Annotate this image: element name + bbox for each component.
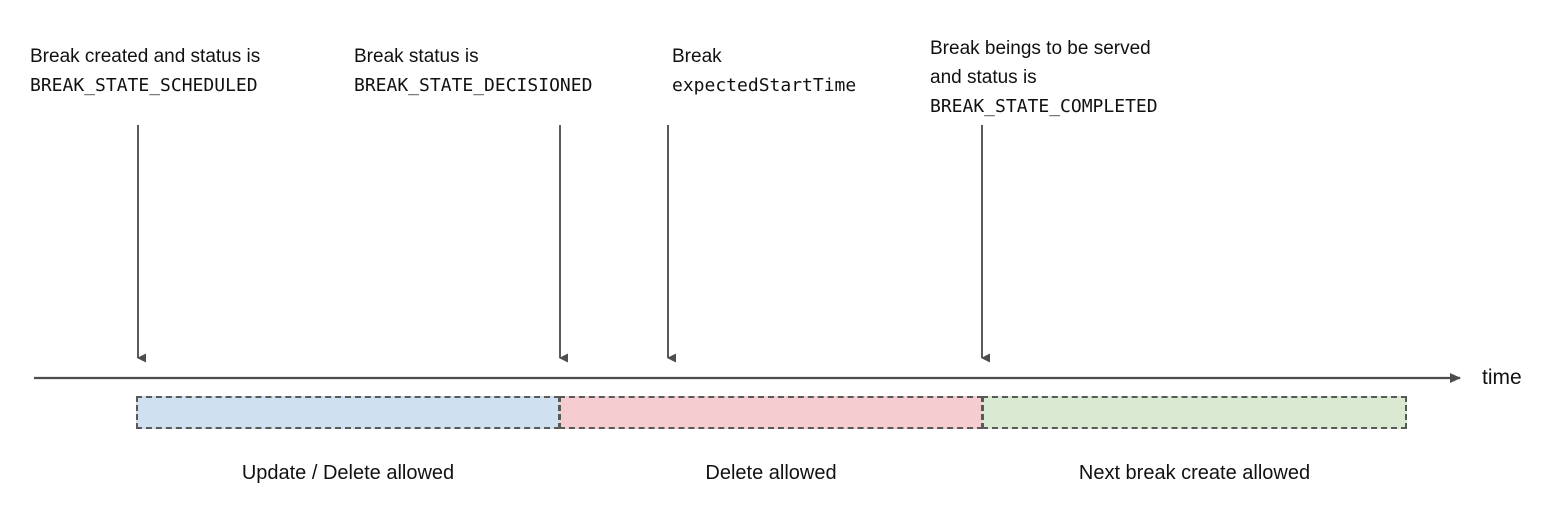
event-label-break-decisioned: Break status is BREAK_STATE_DECISIONED [354,42,592,100]
event-label-break-completed: Break beings to be served and status is … [930,34,1158,121]
event-label-line-1: Break status is [354,46,479,67]
event-label-line-1: Break [672,46,722,67]
phase-bar-next-break-create [982,396,1407,429]
event-label-state-code: BREAK_STATE_DECISIONED [354,75,593,96]
event-label-state-code: BREAK_STATE_SCHEDULED [30,75,258,96]
event-label-line-1: Break beings to be served [930,38,1151,59]
event-label-break-expected-start: Break expectedStartTime [672,42,856,100]
event-label-line-2: and status is [930,67,1037,88]
phase-caption-delete-only: Delete allowed [705,462,837,484]
phase-caption-update-delete: Update / Delete allowed [241,462,455,484]
event-label-line-1: Break created and status is [30,46,261,67]
phase-caption-next-break-create: Next break create allowed [1078,462,1311,484]
time-axis-caption: time [1482,366,1522,389]
phase-bar-update-delete [136,396,560,429]
event-label-field-code: expectedStartTime [672,75,857,96]
event-label-break-created: Break created and status is BREAK_STATE_… [30,42,260,100]
event-label-state-code: BREAK_STATE_COMPLETED [930,96,1158,117]
phase-bar-delete-only [559,396,983,429]
